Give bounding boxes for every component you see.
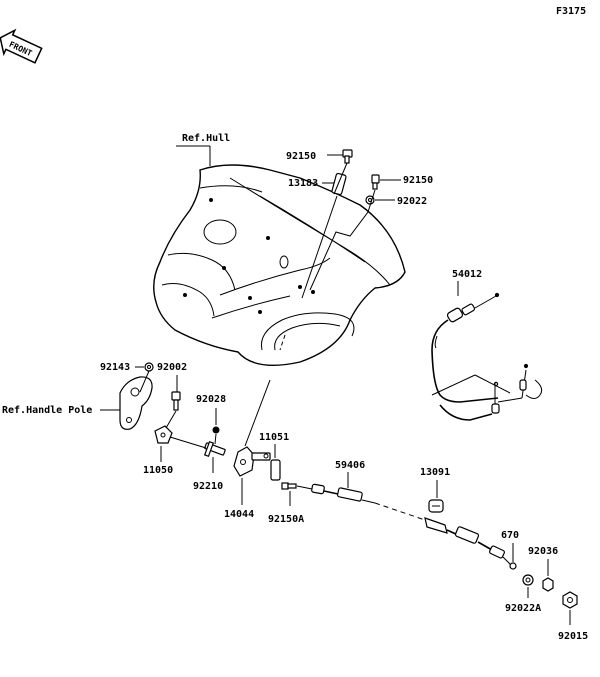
part-670 (509, 562, 517, 570)
label-13183: 13183 (288, 178, 318, 189)
part-13091 (428, 499, 444, 513)
label-92210: 92210 (193, 481, 223, 492)
part-11050 (154, 425, 173, 444)
screw-92002 (171, 391, 181, 411)
bolt-92150-top (342, 149, 353, 164)
label-670: 670 (501, 530, 519, 541)
cable-assembly-54012 (431, 292, 543, 421)
label-92150A: 92150A (268, 514, 304, 525)
screw-92150A (281, 482, 297, 490)
part-13183 (331, 172, 347, 196)
label-92015: 92015 (558, 631, 588, 642)
cable-housing (424, 517, 513, 567)
nut-92015 (562, 591, 578, 609)
label-14044: 14044 (224, 509, 254, 520)
hull-drawing (153, 164, 406, 367)
label-92143: 92143 (100, 362, 130, 373)
bracket-14044 (233, 446, 271, 477)
label-92028: 92028 (196, 394, 226, 405)
clip-92028 (212, 426, 220, 434)
ref-handle-pole-label: Ref.Handle Pole (2, 405, 92, 416)
cable-59406 (296, 483, 426, 521)
label-92022A: 92022A (505, 603, 541, 614)
figure-code: F3175 (556, 6, 586, 17)
label-11051: 11051 (259, 432, 289, 443)
label-13091: 13091 (420, 467, 450, 478)
label-92002: 92002 (157, 362, 187, 373)
pin-92143 (144, 362, 154, 372)
part-11051 (270, 459, 281, 481)
label-92150-right: 92150 (403, 175, 433, 186)
ref-hull-label: Ref.Hull (182, 133, 230, 144)
nut-92036 (542, 577, 554, 592)
label-92036: 92036 (528, 546, 558, 557)
label-92150-top: 92150 (286, 151, 316, 162)
pin-92210 (203, 440, 226, 458)
bolt-92150-right (371, 174, 380, 190)
label-54012: 54012 (452, 269, 482, 280)
front-arrow-icon: FRONT (0, 28, 43, 64)
washer-92022A (522, 574, 534, 586)
bracket-handle-pole (119, 376, 153, 430)
label-59406: 59406 (335, 460, 365, 471)
label-92022: 92022 (397, 196, 427, 207)
label-11050: 11050 (143, 465, 173, 476)
